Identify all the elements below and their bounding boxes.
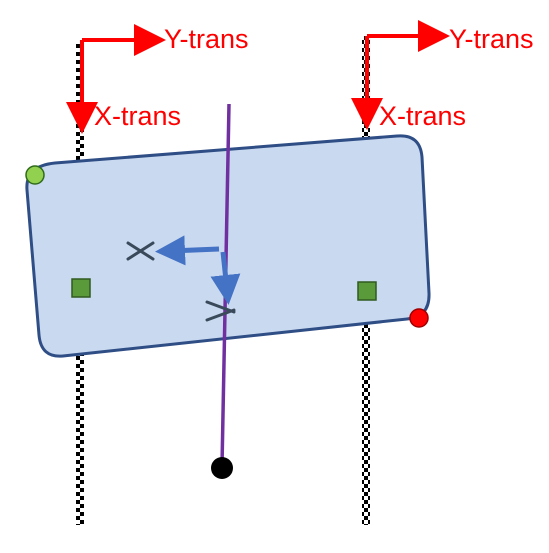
- right-x-trans-label: X-trans: [379, 101, 466, 131]
- corner-green-icon: [25, 165, 45, 185]
- corner-red-icon: [409, 308, 429, 328]
- motion-arrow-down: [210, 251, 241, 305]
- left-x-trans-label: X-trans: [94, 101, 181, 131]
- cross-left-icon: [126, 241, 155, 261]
- right-y-trans-label: Y-trans: [449, 24, 534, 54]
- motion-arrow-left: [155, 235, 220, 266]
- left-axis-marker-icon: [71, 278, 91, 298]
- pivot-dot: [211, 457, 233, 479]
- right-axis-marker-icon: [357, 281, 377, 301]
- left-y-trans-label: Y-trans: [164, 24, 249, 54]
